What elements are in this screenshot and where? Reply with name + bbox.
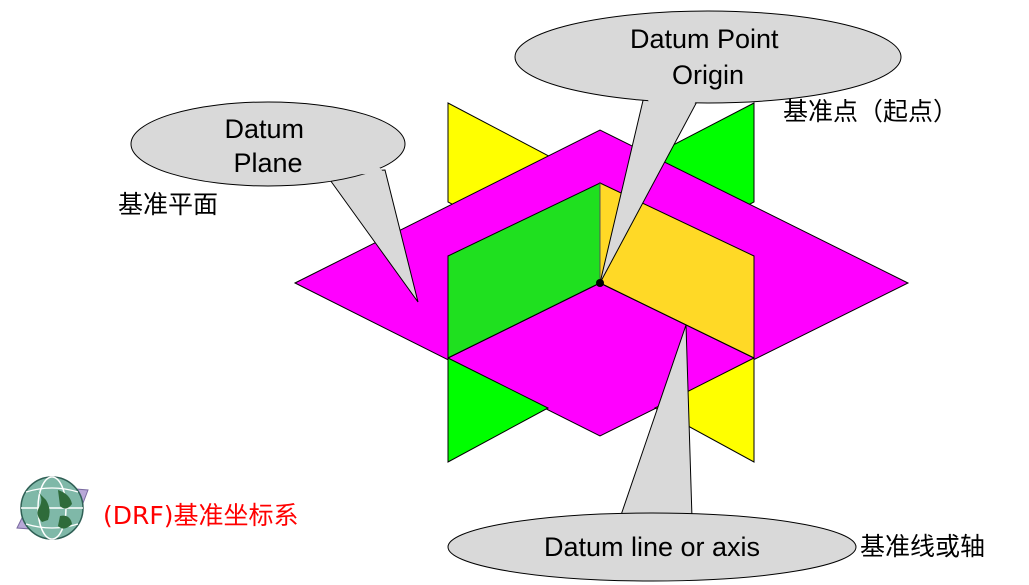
datum-point-bubble (514, 10, 902, 104)
datum-point-bubble-line2: Origin (672, 60, 744, 90)
datum-plane-bubble-line2: Plane (233, 148, 302, 178)
yellow-plane-lower (653, 357, 755, 463)
datum-point-callout: Datum Point Origin (514, 10, 902, 284)
datum-plane-callout: Datum Plane (130, 101, 419, 303)
datum-line-bubble (447, 512, 857, 582)
globe-icon (16, 476, 89, 540)
green-plane-lower (447, 357, 550, 463)
datum-line-bubble-text: Datum line or axis (544, 532, 760, 562)
svg-text:Datum Plane: Datum Plane (224, 114, 311, 178)
intersection-line-left (447, 282, 601, 359)
datum-plane-bubble (130, 101, 406, 187)
svg-text:Datum Point Origin: Datum Point Origin (630, 24, 786, 90)
datum-point-cn-label: 基准点（起点） (783, 97, 958, 126)
datum-line-cn-label: 基准线或轴 (860, 532, 985, 561)
datum-plane-bubble-line1: Datum (224, 114, 304, 144)
drf-label: (DRF)基准坐标系 (103, 501, 299, 530)
datum-plane-cn-label: 基准平面 (118, 190, 218, 219)
datum-planes (293, 102, 910, 463)
intersection-line-right (599, 282, 755, 359)
datum-line-callout: Datum line or axis (447, 324, 857, 582)
datum-point-bubble-line1: Datum Point (630, 24, 779, 54)
